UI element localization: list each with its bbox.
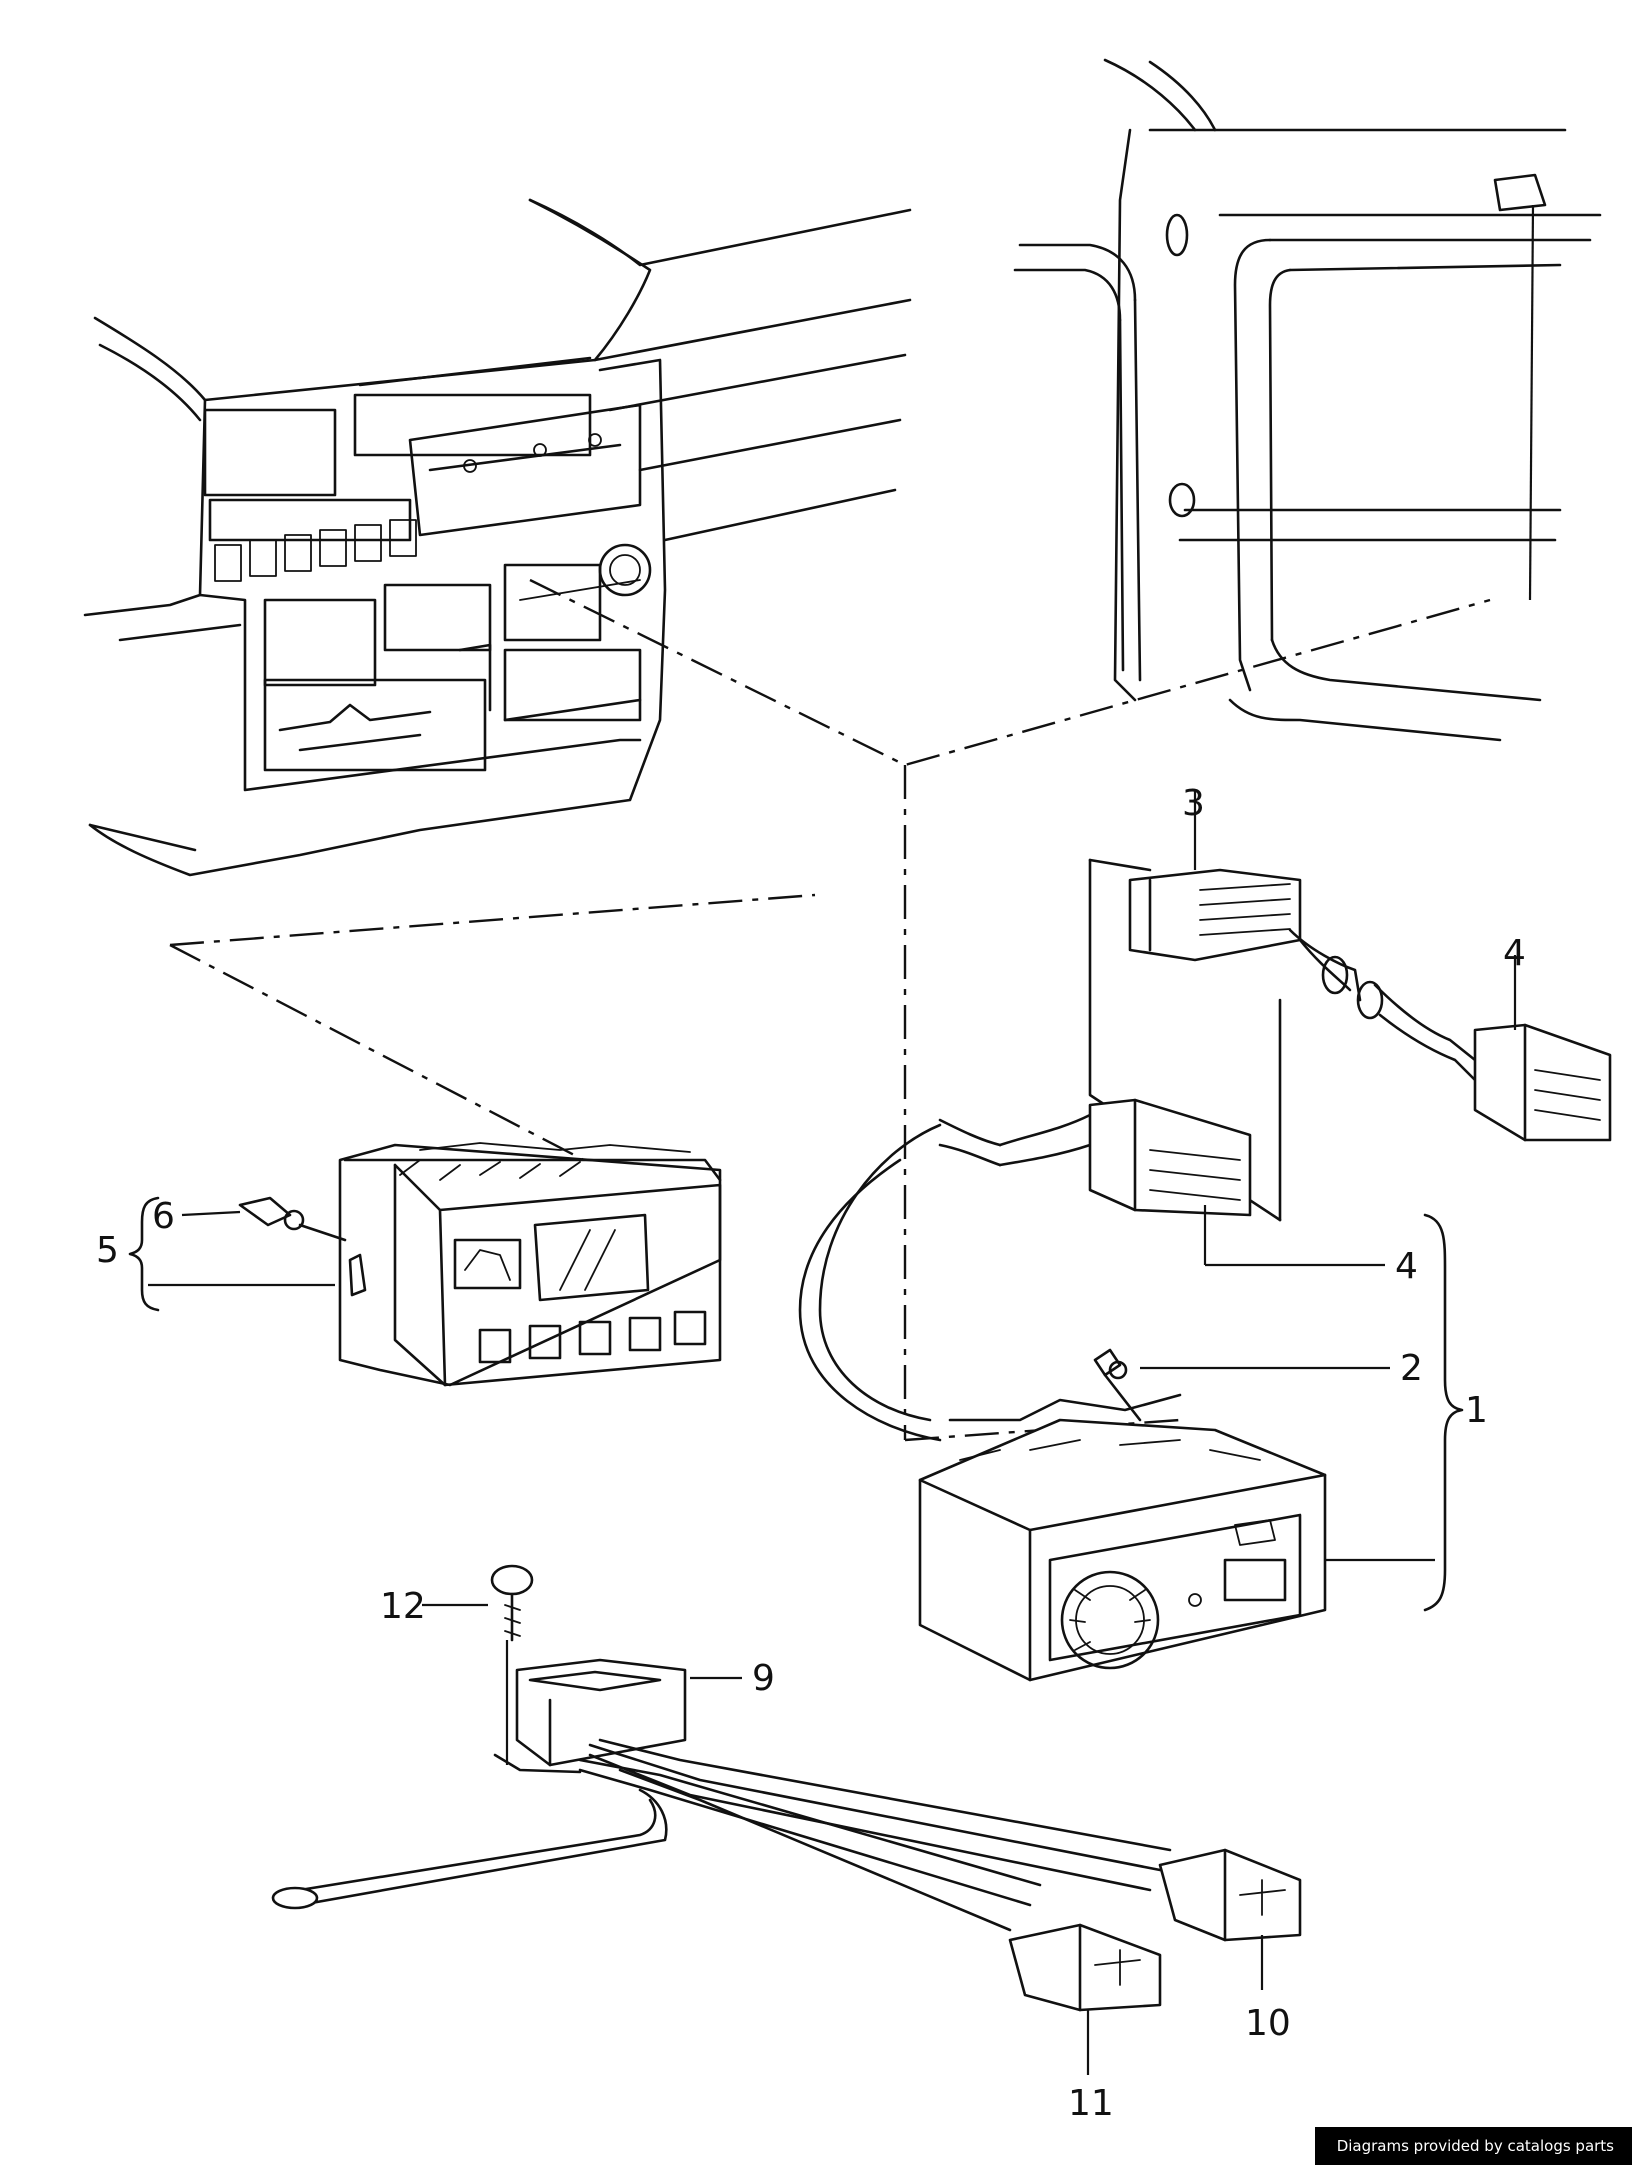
callout-1: 1 [1465,1390,1488,1431]
callout-2: 2 [1400,1348,1423,1389]
callout-12: 12 [380,1586,426,1627]
credit-banner: Diagrams provided by catalogs parts [1314,2127,1632,2165]
control-unit-5-illustration [240,1143,720,1385]
callouts: 3 4 4 2 1 6 5 12 9 10 11 [96,783,1526,2124]
dashboard-illustration [85,200,910,875]
callout-5: 5 [96,1230,119,1271]
callout-11: 11 [1068,2083,1114,2124]
brace-1 [1425,1215,1462,1610]
brace-5 [130,1198,158,1310]
callout-4-lower: 4 [1395,1246,1418,1287]
callout-6: 6 [152,1196,175,1237]
harness-3-4-illustration [940,790,1610,1265]
callout-9: 9 [752,1658,775,1699]
rear-panel-illustration [1015,60,1600,740]
sensor-harness-illustration [273,1566,1300,2075]
callout-3: 3 [1182,783,1205,824]
callout-10: 10 [1245,2003,1291,2044]
callout-4-upper: 4 [1503,933,1526,974]
control-unit-1-illustration [800,1125,1435,1680]
